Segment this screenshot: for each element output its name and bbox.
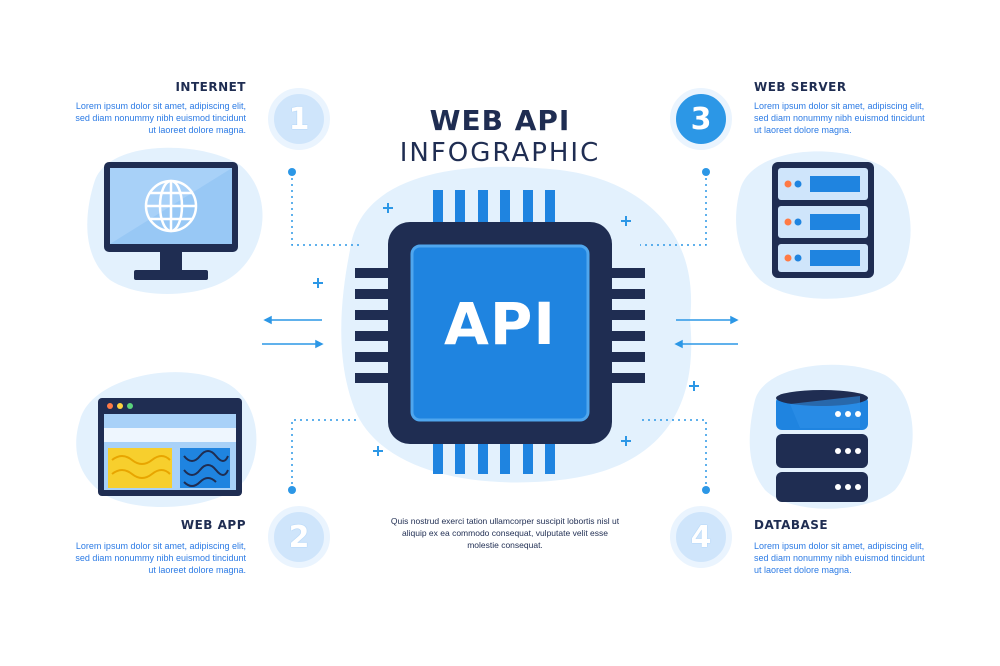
arrows-left	[262, 315, 324, 349]
api-chip-label: API	[444, 290, 556, 358]
plus-icon	[621, 436, 631, 446]
step-number-3: 3	[690, 101, 712, 137]
step-number-1: 1	[288, 101, 310, 137]
step-1-title: INTERNET	[175, 80, 246, 94]
center-description: Quis nostrud exerci tation ullamcorper s…	[390, 516, 620, 550]
connector-dot-1	[288, 168, 296, 176]
step-number-2-badge: 2	[268, 506, 330, 568]
browser-window-icon	[98, 398, 242, 496]
connector-lines	[291, 172, 707, 490]
connector-dot-2	[288, 486, 296, 494]
step-1-text: Lorem ipsum dolor sit amet, adipiscing e…	[75, 101, 246, 135]
infographic-subtitle: INFOGRAPHIC	[399, 138, 601, 168]
arrows-right	[674, 315, 739, 349]
step-number-4-badge: 4	[670, 506, 732, 568]
step-2-title: WEB APP	[180, 518, 246, 532]
api-chip-icon	[355, 190, 645, 474]
monitor-globe-icon	[104, 162, 238, 280]
infographic-title: WEB API	[429, 104, 571, 137]
connector-3	[640, 172, 707, 246]
connector-dot-4	[702, 486, 710, 494]
plus-icon	[373, 446, 383, 456]
step-3-text: Lorem ipsum dolor sit amet, adipiscing e…	[754, 101, 925, 135]
connector-2	[291, 419, 360, 490]
step-number-2: 2	[288, 519, 310, 555]
connector-4	[640, 419, 707, 490]
connector-dot-3	[702, 168, 710, 176]
step-number-1-badge: 1	[268, 88, 330, 150]
step-number-4: 4	[690, 519, 712, 555]
step-2-text: Lorem ipsum dolor sit amet, adipiscing e…	[75, 541, 246, 575]
plus-icons	[313, 203, 699, 456]
step-3-title: WEB SERVER	[754, 80, 847, 94]
connector-1	[291, 172, 360, 246]
database-icon	[776, 390, 868, 502]
server-rack-icon	[772, 162, 874, 278]
step-number-3-badge: 3	[670, 88, 732, 150]
plus-icon	[313, 278, 323, 288]
step-4-title: DATABASE	[754, 518, 829, 532]
plus-icon	[621, 216, 631, 226]
connector-dots	[288, 168, 710, 494]
plus-icon	[689, 381, 699, 391]
step-4-text: Lorem ipsum dolor sit amet, adipiscing e…	[754, 541, 925, 575]
plus-icon	[383, 203, 393, 213]
